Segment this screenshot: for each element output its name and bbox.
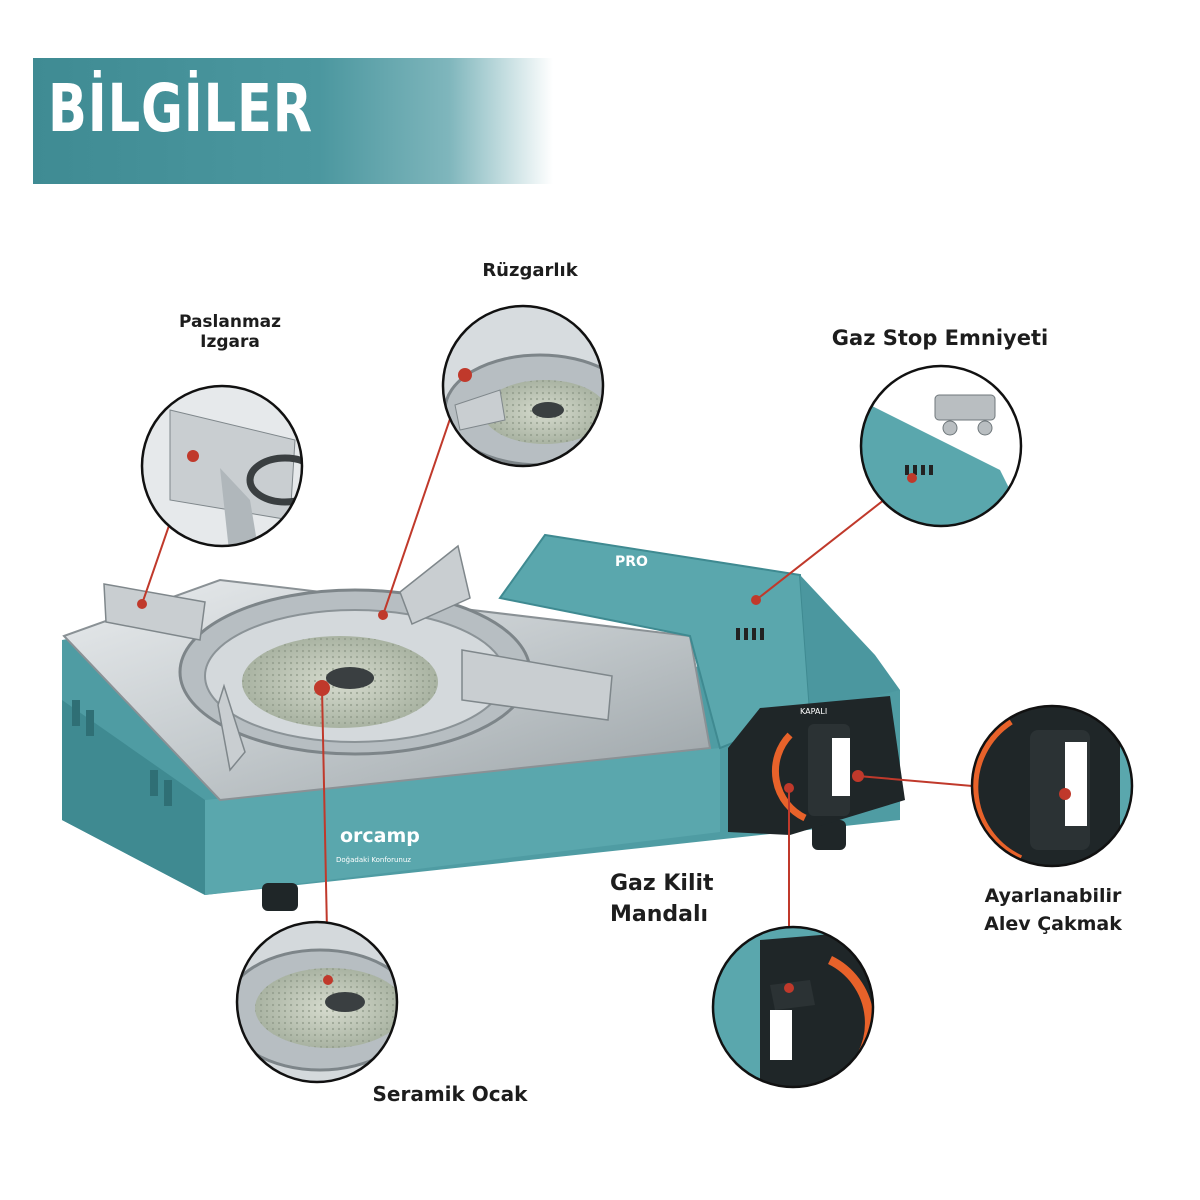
callout-label-paslanmaz: Paslanmaz Izgara [178,312,282,352]
callout-label-seramik: Seramik Ocak [372,1082,528,1106]
zoom-circle-gaz-kilit [711,925,875,1089]
pointer-dot [784,783,794,793]
zoom-circle-ayarlanabilir [970,704,1134,868]
zoom-circle-gaz-stop [859,364,1023,528]
zoom-circle-ruzgarlik [441,304,605,468]
pointer-dot [314,680,330,696]
stove-foot [812,820,846,850]
callout-label-gaz-stop: Gaz Stop Emniyeti [831,326,1049,350]
pointer-dot [751,595,761,605]
stove-front-face [205,748,720,895]
pointer-dot [137,599,147,609]
pot-supports [103,544,613,772]
stove-foot [262,883,298,911]
callout-label-ruzgarlik: Rüzgarlık [482,260,578,281]
knob-top-label: KAPALI [800,707,827,716]
zoom-circle-paslanmaz [140,384,304,548]
lid-badge: PRO [615,554,648,570]
brand-logo: orcamp [340,825,420,847]
stove: PRO KAPALI orcamp Doğadaki Konforunuz [62,533,905,911]
header-banner [33,58,553,184]
callout-label-ayarlanabilir: Ayarlanabilir Alev Çakmak [984,885,1122,935]
flame-ring [771,732,807,822]
brand-slogan: Doğadaki Konforunuz [336,856,411,864]
callout-dots [137,595,864,793]
callout-label-gaz-kilit: Gaz Kilit Mandalı [610,871,714,927]
page-title: BİLGİLER [48,70,313,147]
side-vents [72,700,172,806]
pointer-dot [378,610,388,620]
pointer-dot [852,770,864,782]
zoom-circle-seramik [235,920,399,1084]
lid-vent [736,628,764,640]
